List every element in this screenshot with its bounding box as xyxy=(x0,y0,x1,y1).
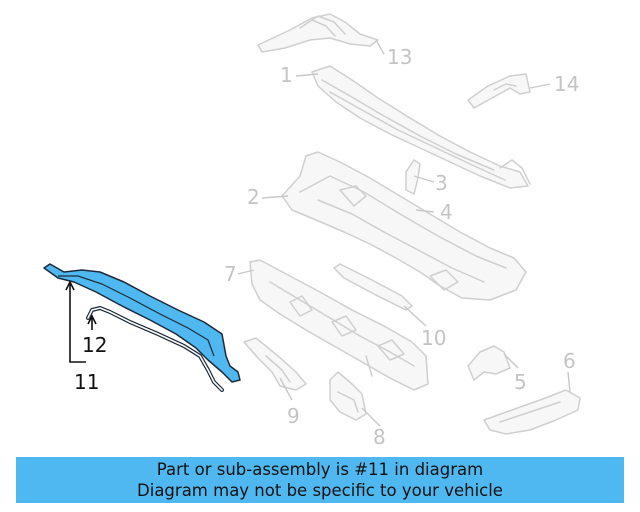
banner-line-disclaimer: Diagram may not be specific to your vehi… xyxy=(137,481,503,500)
part-10-rail xyxy=(333,263,413,311)
callout-1: 1 xyxy=(280,63,293,87)
callout-12[interactable]: 12 xyxy=(82,333,107,357)
part-8-bracket xyxy=(329,371,367,421)
callout-11[interactable]: 11 xyxy=(74,370,99,394)
part-14-bracket xyxy=(467,73,531,109)
banner-line-part: Part or sub-assembly is #11 in diagram xyxy=(156,460,484,479)
part-7-dash-panel xyxy=(249,259,429,391)
leader-lines xyxy=(65,39,571,427)
callout-14: 14 xyxy=(554,72,579,96)
callout-4: 4 xyxy=(440,200,453,224)
callout-10: 10 xyxy=(421,326,446,350)
part-5-bracket xyxy=(467,345,511,381)
part-3-bracket xyxy=(405,159,421,195)
callout-8: 8 xyxy=(373,425,386,449)
callout-5: 5 xyxy=(514,370,527,394)
part-12-reinforcement xyxy=(86,306,224,392)
parts-diagram: 13 1 14 3 2 4 7 10 12 6 5 11 9 8 xyxy=(43,13,581,449)
part-1-upper-cowl-panel xyxy=(311,65,531,189)
part-9-bracket xyxy=(243,337,307,391)
callout-3: 3 xyxy=(435,171,448,195)
part-13-cowl-bracket xyxy=(257,13,379,53)
part-6-extension xyxy=(483,389,581,435)
part-11-cross-member xyxy=(43,263,241,383)
part-2-lower-cowl-panel xyxy=(281,151,527,301)
callout-6: 6 xyxy=(563,349,576,373)
callout-7: 7 xyxy=(224,262,237,286)
info-banner: Part or sub-assembly is #11 in diagram D… xyxy=(16,457,624,503)
callout-13: 13 xyxy=(387,45,412,69)
callout-9: 9 xyxy=(287,404,300,428)
callout-2: 2 xyxy=(247,185,260,209)
